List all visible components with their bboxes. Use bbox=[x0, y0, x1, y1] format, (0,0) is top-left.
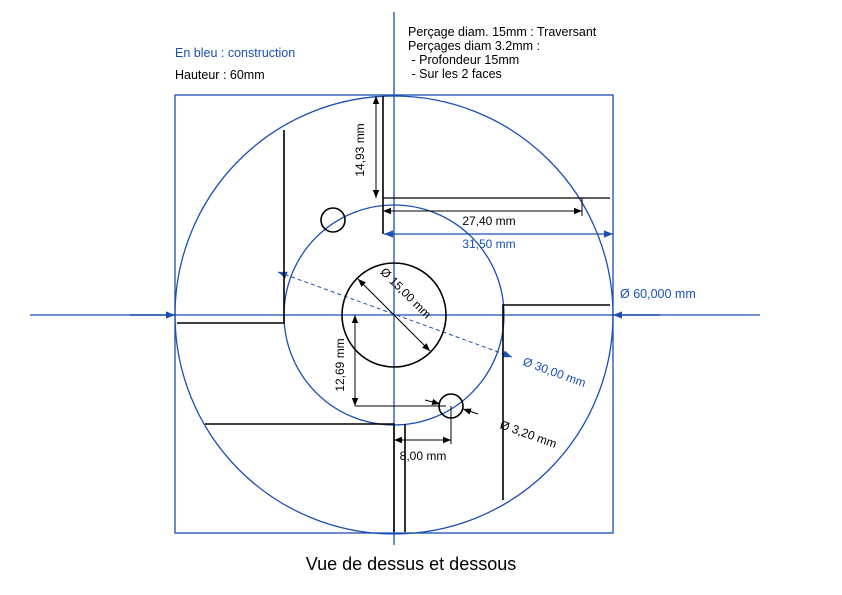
height-note: Hauteur : 60mm bbox=[175, 68, 265, 82]
drilling-note-line: Perçage diam. 15mm : Traversant bbox=[408, 25, 597, 39]
dim-14-93-label: 14,93 mm bbox=[353, 123, 367, 176]
drilling-note-line: - Profondeur 15mm bbox=[408, 53, 519, 67]
view-caption: Vue de dessus et dessous bbox=[306, 554, 516, 574]
dim-15-line bbox=[357, 278, 431, 352]
dim-12-69-label: 12,69 mm bbox=[333, 338, 347, 391]
dim-3-20-label: Ø 3,20 mm bbox=[498, 418, 559, 451]
construction-legend: En bleu : construction bbox=[175, 46, 295, 60]
drilling-note-line: Perçages diam 3.2mm : bbox=[408, 39, 540, 53]
dim-31-50-label: 31,50 mm bbox=[462, 237, 515, 251]
dim-8-00-label: 8,00 mm bbox=[400, 449, 447, 463]
geometry-layer bbox=[177, 96, 610, 532]
dim-3-20-arrow-right bbox=[462, 408, 479, 415]
profile-bottom-left bbox=[205, 423, 395, 532]
drilling-note-line: - Sur les 2 faces bbox=[408, 67, 502, 81]
dim-30-label: Ø 30,00 mm bbox=[521, 354, 588, 390]
small-hole-upper bbox=[320, 207, 346, 233]
drilling-notes: Perçage diam. 15mm : Traversant Perçages… bbox=[408, 25, 597, 81]
dim-60-label: Ø 60,000 mm bbox=[620, 287, 696, 301]
bore-circle bbox=[341, 262, 447, 368]
dim-27-40-label: 27,40 mm bbox=[462, 214, 515, 228]
dim-3-20-arrow-left bbox=[424, 398, 441, 406]
dimension-lines bbox=[351, 96, 583, 444]
profile-top-left bbox=[177, 130, 285, 324]
profile-right bbox=[502, 304, 610, 500]
